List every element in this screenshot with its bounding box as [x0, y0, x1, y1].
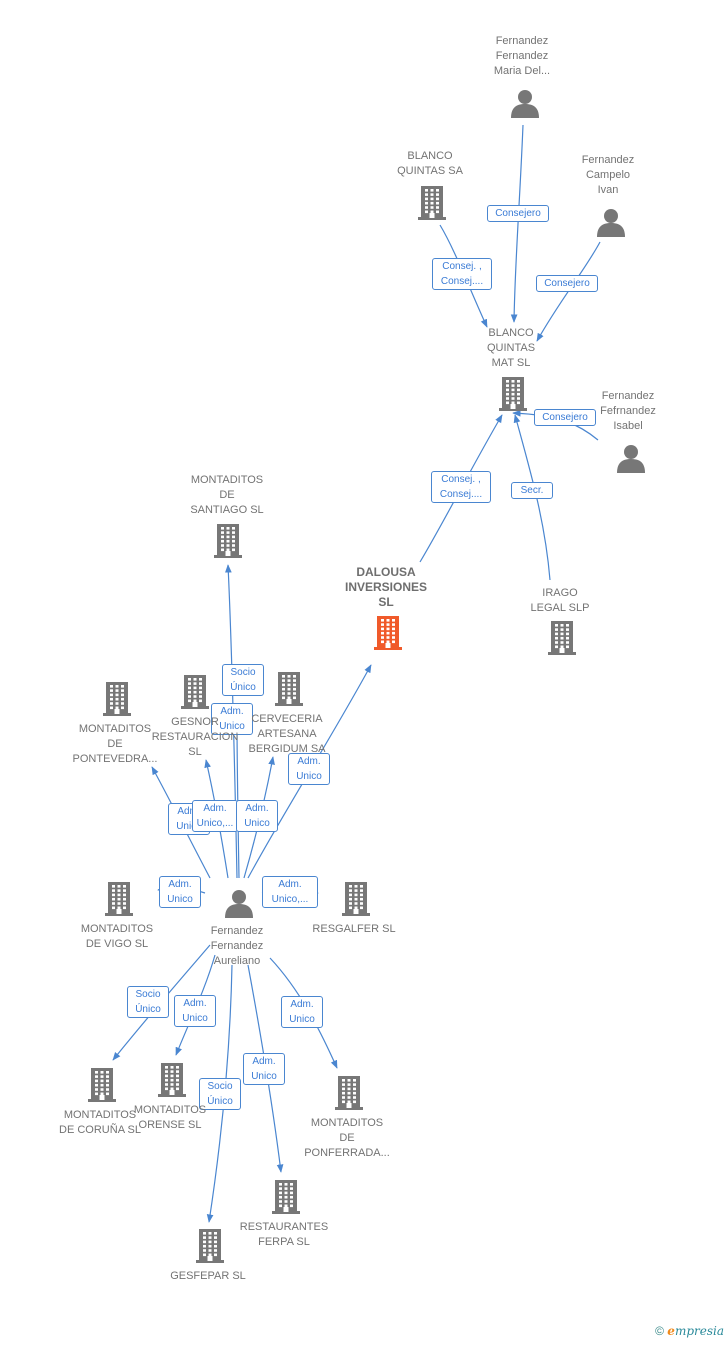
building-icon[interactable] [87, 1068, 117, 1107]
building-icon[interactable] [334, 1076, 364, 1115]
person-icon[interactable] [510, 88, 540, 123]
node-label-blanco-quintas-sa[interactable]: BLANCO QUINTAS SA [397, 150, 463, 177]
edge-label[interactable]: Adm. Unico [281, 996, 323, 1028]
edge-label[interactable]: Consejero [536, 275, 598, 292]
building-icon[interactable] [373, 616, 403, 655]
person-icon[interactable] [224, 888, 254, 923]
edge-label[interactable]: Adm. Unico [159, 876, 201, 908]
copyright-symbol: © [655, 1324, 664, 1338]
node-label-montaditos-ponferrada[interactable]: MONTADITOS DE PONFERRADA... [304, 1117, 390, 1159]
node-label-fernandez-isabel[interactable]: Fernandez Fefrnandez Isabel [600, 390, 656, 432]
node-label-cerveceria[interactable]: CERVECERIA ARTESANA BERGIDUM SA [248, 713, 326, 755]
edge-label[interactable]: Adm. Unico [243, 1053, 285, 1085]
building-icon[interactable] [102, 682, 132, 721]
node-label-fernandez-maria[interactable]: Fernandez Fernandez Maria Del... [493, 35, 551, 77]
node-label-gesnor[interactable]: GESNOR RESTAURACION SL [151, 716, 239, 758]
edge-label[interactable]: Consejero [487, 205, 549, 222]
edge-label[interactable]: Adm. Unico [236, 800, 278, 832]
building-icon[interactable] [104, 882, 134, 921]
edge-fernandez-maria-to-blanco-quintas-mat [510, 124, 524, 323]
edge-label[interactable]: Adm. Unico [211, 703, 253, 735]
edge-label[interactable]: Adm. Unico [174, 995, 216, 1027]
building-icon[interactable] [341, 882, 371, 921]
building-icon[interactable] [213, 524, 243, 563]
building-icon[interactable] [547, 621, 577, 660]
edge-label[interactable]: Consejero [534, 409, 596, 426]
node-label-restaurantes-ferpa[interactable]: RESTAURANTES FERPA SL [239, 1221, 329, 1248]
node-label-irago[interactable]: IRAGO LEGAL SLP [530, 587, 590, 614]
edge-label[interactable]: Adm. Unico,... [262, 876, 318, 908]
building-icon[interactable] [157, 1063, 187, 1102]
node-label-resgalfer[interactable]: RESGALFER SL [312, 923, 396, 935]
edge-label[interactable]: Socio Único [222, 664, 264, 696]
node-label-montaditos-orense[interactable]: MONTADITOS ORENSE SL [133, 1104, 207, 1131]
building-icon[interactable] [195, 1229, 225, 1268]
person-icon[interactable] [596, 207, 626, 242]
building-icon[interactable] [498, 377, 528, 416]
node-label-blanco-quintas-mat[interactable]: BLANCO QUINTAS MAT SL [486, 327, 536, 369]
building-icon[interactable] [274, 672, 304, 711]
node-label-montaditos-santiago[interactable]: MONTADITOS DE SANTIAGO SL [190, 474, 264, 516]
edge-label[interactable]: Adm. Unico,... [192, 800, 238, 832]
edge-label[interactable]: Consej. , Consej.... [432, 258, 492, 290]
building-icon[interactable] [417, 186, 447, 225]
person-icon[interactable] [616, 443, 646, 478]
footer-brand: © empresia [655, 1324, 724, 1338]
node-label-fernandez-campelo[interactable]: Fernandez Campelo Ivan [581, 154, 635, 196]
node-label-dalousa[interactable]: DALOUSA INVERSIONES SL [344, 565, 428, 609]
empresia-logo[interactable]: empresia [667, 1324, 724, 1338]
edge-label[interactable]: Socio Único [127, 986, 169, 1018]
node-label-gesfepar[interactable]: GESFEPAR SL [170, 1270, 246, 1282]
node-label-montaditos-coruna[interactable]: MONTADITOS DE CORUÑA SL [59, 1109, 141, 1136]
building-icon[interactable] [271, 1180, 301, 1219]
edge-label[interactable]: Secr. [511, 482, 553, 499]
node-label-montaditos-vigo[interactable]: MONTADITOS DE VIGO SL [80, 923, 154, 950]
edge-label[interactable]: Adm. Unico [288, 753, 330, 785]
node-label-montaditos-pontevedra[interactable]: MONTADITOS DE PONTEVEDRA... [72, 723, 158, 765]
edge-label[interactable]: Socio Único [199, 1078, 241, 1110]
building-icon[interactable] [180, 675, 210, 714]
node-label-fernandez-aureliano[interactable]: Fernandez Fernandez Aureliano [210, 925, 264, 967]
edge-label[interactable]: Consej. , Consej.... [431, 471, 491, 503]
